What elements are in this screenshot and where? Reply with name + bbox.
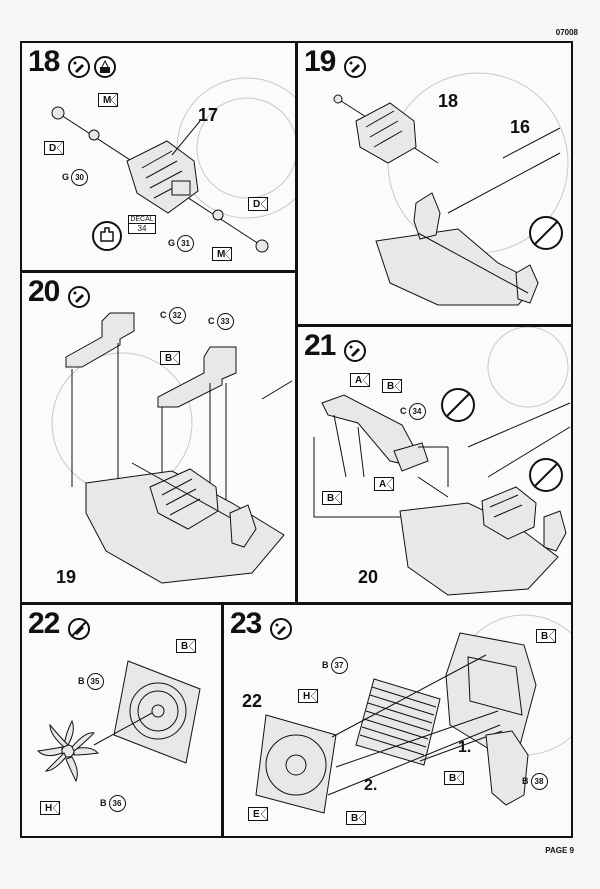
ref-number: 34 [408, 403, 426, 420]
ref-letter: C [208, 316, 215, 326]
step-number: 22 [28, 607, 60, 640]
ref-letter: C [400, 406, 407, 416]
step-22-drawing [36, 660, 201, 783]
ref-letter: B [322, 660, 329, 670]
color-tag-b: B [346, 811, 366, 825]
glue-icon [68, 286, 90, 308]
color-tag-a: A [350, 373, 370, 387]
decal-label: DECAL 34 [128, 215, 156, 234]
color-tag-b: B [160, 351, 180, 365]
part-number-20: 20 [358, 567, 379, 587]
step-number: 21 [304, 329, 336, 362]
ref-number: 37 [330, 657, 348, 674]
glue-icon [68, 56, 90, 78]
part-number-18: 18 [438, 91, 459, 111]
color-tag-b: B [444, 771, 464, 785]
step-18-drawing [51, 77, 295, 253]
glue-icon [270, 618, 292, 640]
glue-icon [344, 56, 366, 78]
ref-letter: B [522, 776, 529, 786]
ref-number: 38 [530, 773, 548, 790]
color-tag-b: B [536, 629, 556, 643]
ref-number: 35 [86, 673, 104, 690]
ref-number: 31 [177, 235, 195, 252]
step-number: 20 [28, 275, 60, 308]
no-glue-icon [68, 618, 90, 640]
ref-letter: G [62, 172, 70, 182]
color-tag-h: H [298, 689, 318, 703]
ref-number: 30 [71, 169, 89, 186]
decal-hand-icon [92, 221, 122, 251]
part-number-22: 22 [242, 691, 263, 711]
part-number-19: 19 [56, 567, 77, 587]
color-tag-a: A [374, 477, 394, 491]
part-number-16: 16 [510, 117, 531, 137]
assembly-order-1: 1. [458, 739, 472, 756]
part-number-17: 17 [198, 105, 219, 125]
ref-letter: C [160, 310, 167, 320]
step-number: 19 [304, 45, 336, 78]
decal-number: 34 [129, 223, 155, 233]
decal-text: DECAL [130, 216, 154, 223]
paint-icon [94, 56, 116, 78]
ref-number: 32 [168, 307, 186, 324]
glue-icon [344, 340, 366, 362]
step-19-drawing [333, 72, 569, 306]
color-tag-m: M [98, 93, 119, 107]
ref-letter: G [168, 238, 176, 248]
color-tag-d: D [44, 141, 64, 155]
ref-letter: B [78, 676, 85, 686]
step-number: 23 [230, 607, 262, 640]
color-tag-b: B [382, 379, 402, 393]
ref-number: 33 [216, 313, 234, 330]
step-21-drawing [313, 327, 571, 596]
color-tag-b: B [176, 639, 196, 653]
step-20-drawing [51, 312, 293, 584]
step-23-drawing [255, 614, 571, 814]
color-tag-m: M [212, 247, 233, 261]
fan-blades [36, 719, 100, 783]
color-tag-b: B [322, 491, 342, 505]
step-19-panel: 19 18 16 [296, 41, 573, 326]
step-number: 18 [28, 45, 60, 78]
document-code: 07008 [555, 28, 578, 37]
color-tag-e: E [248, 807, 268, 821]
ref-letter: B [100, 798, 107, 808]
color-tag-d: D [248, 197, 268, 211]
page-number: PAGE 9 [545, 846, 574, 855]
assembly-order-2: 2. [364, 777, 378, 794]
color-tag-h: H [40, 801, 60, 815]
ref-number: 36 [108, 795, 126, 812]
